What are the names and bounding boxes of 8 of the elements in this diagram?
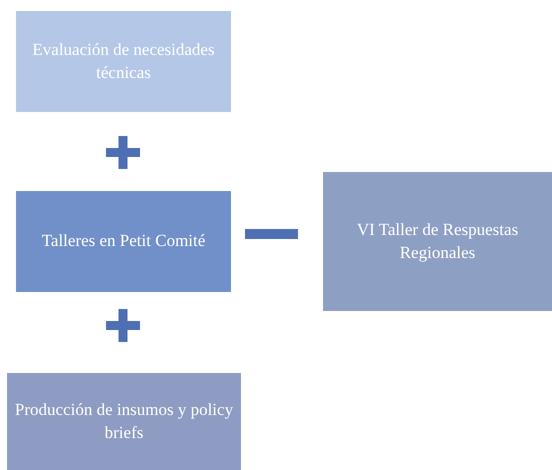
process-box xyxy=(323,172,552,311)
process-box xyxy=(16,11,231,112)
box-label: VI Taller de Respuestas Regionales xyxy=(356,219,520,264)
box-label: Talleres en Petit Comité xyxy=(42,230,206,252)
box-label: Producción de insumos y policy briefs xyxy=(14,399,234,444)
process-box xyxy=(7,373,241,470)
process-box xyxy=(16,191,231,292)
box-label: Evaluación de necesidades técnicas xyxy=(31,39,216,84)
